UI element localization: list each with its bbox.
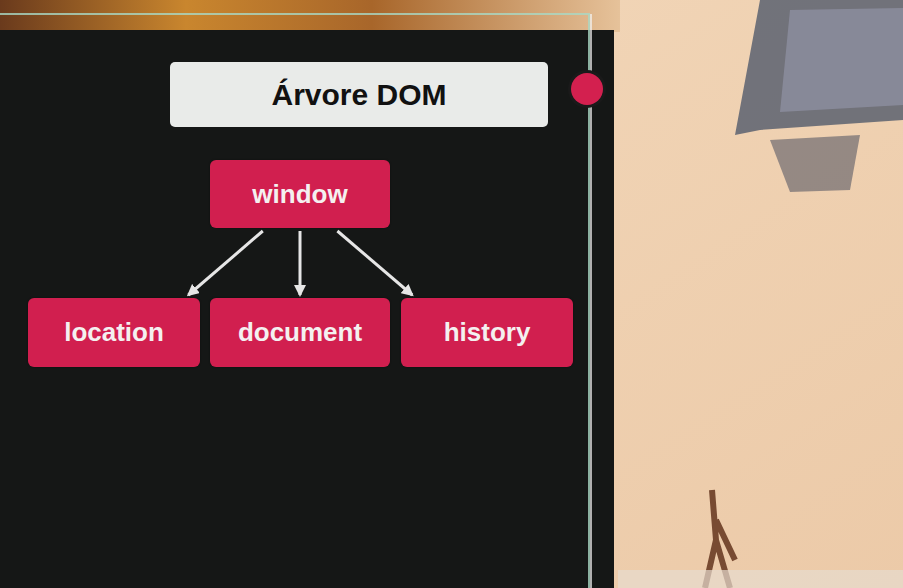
blurred-sign xyxy=(735,0,903,135)
tree-arrow xyxy=(299,231,302,295)
record-dot xyxy=(571,73,603,105)
title-text: Árvore DOM xyxy=(271,78,446,112)
blurred-floor xyxy=(618,570,903,588)
dark-panel xyxy=(0,30,614,588)
blurred-sign-face xyxy=(780,8,903,112)
object-name: window xyxy=(252,179,347,210)
frame-line xyxy=(0,14,589,588)
object-name: history xyxy=(444,317,531,348)
object-box: window xyxy=(210,160,390,228)
blurred-shadow xyxy=(770,135,860,192)
object-name: document xyxy=(238,317,362,348)
object-box: history xyxy=(401,298,573,367)
top-strip xyxy=(0,0,620,32)
tree-arrow xyxy=(188,231,262,295)
object-box: document xyxy=(210,298,390,367)
object-box: location xyxy=(28,298,200,367)
title-box: Árvore DOM xyxy=(170,62,548,127)
dot-ring xyxy=(568,70,606,108)
object-name: location xyxy=(64,317,164,348)
tree-arrow xyxy=(337,231,412,295)
